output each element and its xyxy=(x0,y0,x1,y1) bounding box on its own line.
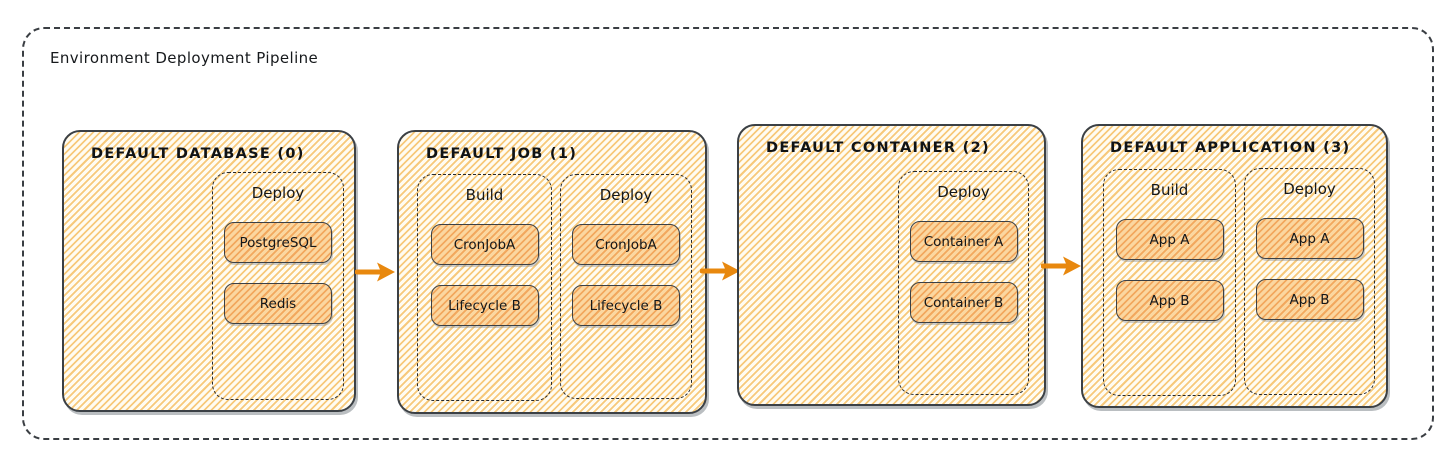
node-container-b: Container B xyxy=(909,282,1018,323)
node-container-a: Container A xyxy=(909,221,1018,262)
group-application-build: Build App A App B xyxy=(1103,169,1236,396)
group-container-deploy: Deploy Container A Container B xyxy=(898,171,1029,395)
group-job-deploy: Deploy CronJobA Lifecycle B xyxy=(560,174,692,399)
group-label-build: Build xyxy=(1150,181,1189,199)
pipeline-title: Environment Deployment Pipeline xyxy=(50,49,319,67)
group-label-deploy: Deploy xyxy=(1283,180,1336,198)
group-label-deploy: Deploy xyxy=(599,186,653,204)
group-label-deploy: Deploy xyxy=(251,184,305,202)
node-postgresql: PostgreSQL xyxy=(224,222,332,263)
arrow-job-to-container xyxy=(700,261,740,281)
node-app-b-deploy: App B xyxy=(1255,279,1364,320)
node-app-a-deploy: App A xyxy=(1255,218,1364,259)
stage-title-job: DEFAULT JOB (1) xyxy=(426,146,578,162)
pipeline-boundary: Environment Deployment Pipeline xyxy=(22,27,1434,440)
node-app-a-build: App A xyxy=(1115,219,1224,260)
group-application-deploy: Deploy App A App B xyxy=(1244,168,1375,395)
group-database-deploy: Deploy PostgreSQL Redis xyxy=(212,172,344,400)
group-label-deploy: Deploy xyxy=(937,183,990,201)
node-redis: Redis xyxy=(224,283,332,324)
node-lifecycle-b-build: Lifecycle B xyxy=(430,285,539,326)
group-job-build: Build CronJobA Lifecycle B xyxy=(417,174,552,401)
arrow-database-to-job xyxy=(355,262,395,282)
stage-title-container: DEFAULT CONTAINER (2) xyxy=(766,140,990,156)
stage-default-container: DEFAULT CONTAINER (2) Deploy Container A… xyxy=(737,124,1046,406)
arrow-container-to-application xyxy=(1041,256,1081,276)
node-app-b-build: App B xyxy=(1115,280,1224,321)
stage-title-database: DEFAULT DATABASE (0) xyxy=(91,146,305,162)
group-label-build: Build xyxy=(465,186,504,204)
stage-default-database: DEFAULT DATABASE (0) Deploy PostgreSQL R… xyxy=(62,130,356,412)
stage-default-job: DEFAULT JOB (1) Build CronJobA Lifecycle… xyxy=(397,130,707,414)
node-lifecycle-b-deploy: Lifecycle B xyxy=(572,285,680,326)
stage-default-application: DEFAULT APPLICATION (3) Build App A App … xyxy=(1081,124,1388,408)
node-cronjoba-build: CronJobA xyxy=(430,224,539,265)
node-cronjoba-deploy: CronJobA xyxy=(572,224,680,265)
stage-title-application: DEFAULT APPLICATION (3) xyxy=(1110,140,1351,156)
